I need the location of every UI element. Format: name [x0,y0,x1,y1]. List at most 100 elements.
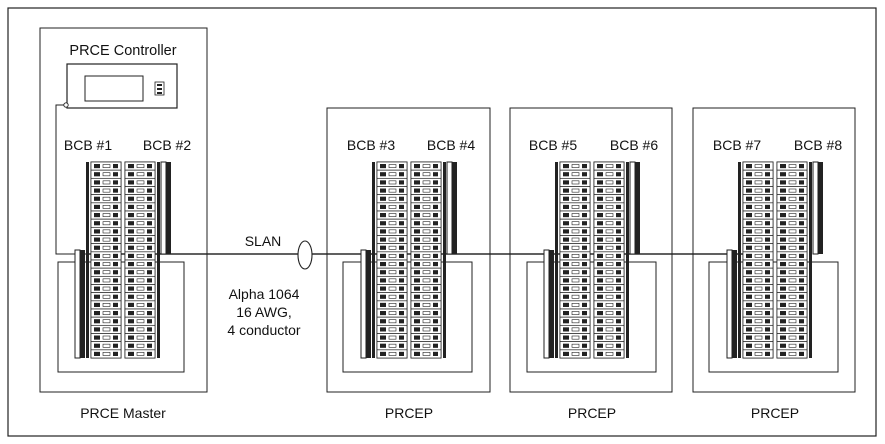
breaker-terminal [147,319,152,324]
breaker-handle [746,172,752,177]
breaker-handle [563,164,569,169]
breaker-window [605,245,614,250]
breaker-handle [563,253,569,258]
breaker-window [388,254,397,258]
breaker-terminal [399,351,404,356]
breaker-handle [563,286,569,291]
breaker-window [571,286,580,291]
breaker-window [571,327,580,332]
breaker-window [571,311,580,315]
breaker-window [422,311,431,315]
breaker-stack-prcep-1 [360,161,457,359]
breaker-window [136,294,145,299]
breaker-window [571,229,580,234]
breaker-terminal [616,196,621,201]
left-rail-inner [732,250,737,358]
breaker-window [422,262,431,266]
breaker-window [605,196,614,201]
breaker-terminal [147,270,152,275]
breaker-handle [414,335,420,340]
breaker-handle [780,221,786,226]
breaker-handle [597,294,603,299]
breaker-window [388,188,397,193]
breaker-handle [780,351,786,356]
breaker-window [788,196,797,201]
breaker-window [136,278,145,283]
breaker-window [422,221,431,226]
breaker-window [136,196,145,201]
left-strip [738,162,741,358]
breaker-terminal [616,253,621,258]
breaker-terminal [616,351,621,356]
breaker-terminal [765,311,770,316]
breaker-handle [128,302,134,307]
breaker-terminal [113,278,118,283]
breaker-terminal [765,343,770,348]
breaker-handle [780,302,786,307]
breaker-window [605,221,614,226]
breaker-window [422,343,431,348]
breaker-window [788,303,797,307]
breaker-handle [414,164,420,169]
right-rail [446,161,453,255]
breaker-window [136,245,145,250]
breaker-handle [746,221,752,226]
breaker-window [788,221,797,226]
breaker-window [571,262,580,266]
breaker-handle [563,229,569,234]
breaker-window [388,352,397,356]
breaker-terminal [582,335,587,340]
breaker-handle [414,262,420,267]
breaker-handle [128,311,134,316]
breaker-handle [780,278,786,283]
breaker-terminal [433,196,438,201]
breaker-terminal [616,262,621,267]
cable-spec-line-3: 4 conductor [227,322,300,338]
breaker-terminal [399,196,404,201]
breaker-handle [414,245,420,250]
breaker-handle [128,294,134,299]
left-rail-inner [366,250,371,358]
breaker-terminal [799,270,804,275]
slan-cable-bundle-icon [297,240,313,270]
breaker-handle [597,229,603,234]
breaker-window [422,335,431,340]
breaker-window [102,286,111,291]
breaker-handle [780,294,786,299]
breaker-window [422,205,431,209]
breaker-terminal [113,311,118,316]
breaker-terminal [616,327,621,332]
breaker-handle [94,245,100,250]
breaker-handle [414,172,420,177]
breaker-handle [597,196,603,201]
panel-caption-prce-master: PRCE Master [80,405,166,421]
breaker-handle [128,286,134,291]
breaker-window [754,343,763,348]
breaker-handle [380,196,386,201]
breaker-window [422,294,431,299]
breaker-handle [380,229,386,234]
left-rail [726,249,733,359]
breaker-terminal [616,229,621,234]
breaker-handle [563,319,569,324]
breaker-terminal [616,180,621,185]
breaker-window [571,164,580,168]
breaker-handle [380,311,386,316]
breaker-window [605,205,614,209]
breaker-handle [563,294,569,299]
breaker-terminal [582,351,587,356]
breaker-window [102,343,111,348]
breaker-handle [780,172,786,177]
breaker-window [422,237,431,242]
breaker-window [388,286,397,291]
breaker-window [571,352,580,356]
breaker-handle [746,164,752,169]
breaker-terminal [399,286,404,291]
breaker-terminal [582,294,587,299]
breaker-window [422,229,431,234]
right-strip [626,162,629,358]
breaker-handle [128,196,134,201]
breaker-terminal [616,237,621,242]
breaker-window [754,352,763,356]
